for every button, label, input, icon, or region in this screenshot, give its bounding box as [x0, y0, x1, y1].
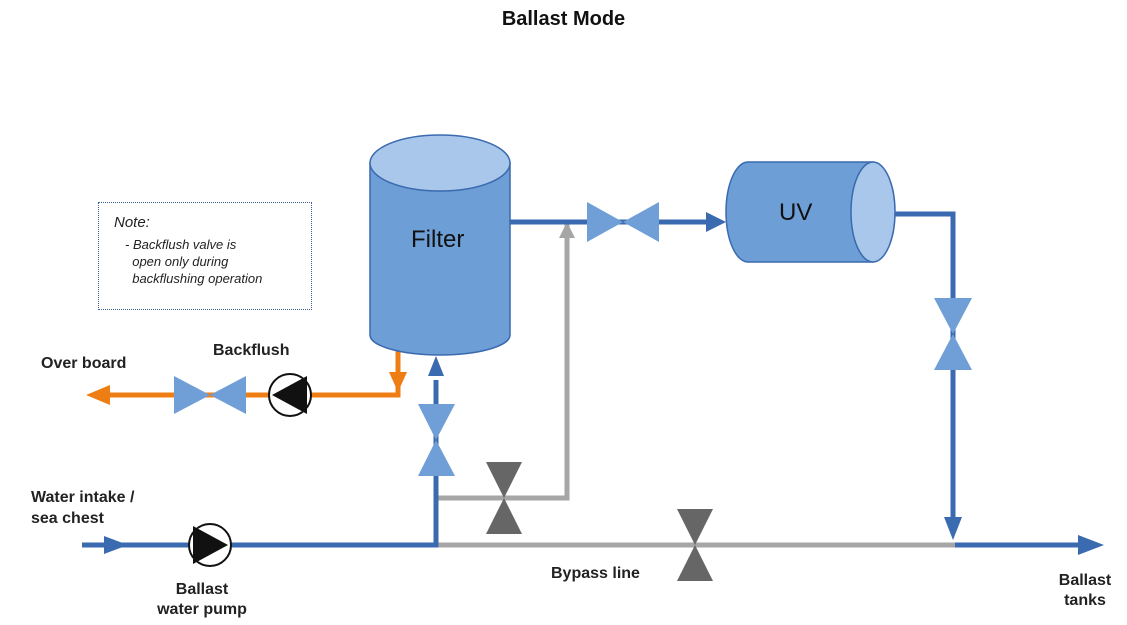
uv-label: UV — [779, 199, 813, 226]
tanks-arrow-icon — [1078, 535, 1104, 555]
diagram-title: Ballast Mode — [501, 8, 626, 30]
backflush-label: Backflush — [213, 342, 290, 359]
intake-arrow-icon — [104, 536, 128, 554]
filter-tank — [369, 134, 511, 356]
filter-outlet-valve-icon — [587, 202, 659, 242]
uv-outlet-valve-icon — [934, 298, 972, 370]
uv-inlet-arrow-icon — [706, 212, 726, 232]
backflush-valve-icon — [174, 376, 246, 414]
overboard-label: Over board — [41, 355, 127, 372]
bypass-valve-upper-icon — [486, 462, 522, 534]
overboard-arrow-icon — [86, 385, 110, 405]
bypass-pipes — [438, 219, 955, 548]
ballast-pump-icon — [188, 523, 232, 567]
uv-unit — [725, 161, 896, 263]
water-intake-label-line1: Water intake / — [31, 489, 135, 506]
backflush-down-arrow-icon — [389, 372, 407, 392]
filter-inlet-valve-icon — [418, 404, 455, 476]
filter-label: Filter — [411, 226, 465, 253]
note-heading: Note: — [114, 214, 150, 231]
tanks-label-line2: tanks — [1064, 592, 1106, 609]
bypass-label: Bypass line — [551, 565, 640, 582]
bypass-valve-lower-icon — [677, 509, 713, 581]
down-to-tanks-arrow-icon — [944, 517, 962, 540]
tanks-label-line1: Ballast — [1058, 572, 1112, 589]
bypass-up-arrow-icon — [559, 222, 575, 238]
filter-inlet-arrow-icon — [428, 356, 444, 376]
water-intake-label-line2: sea chest — [31, 510, 104, 527]
note-box: Note: - Backflush valve is open only dur… — [98, 202, 312, 310]
pump-label-line2: water pump — [157, 601, 247, 618]
note-body: - Backflush valve is open only during ba… — [125, 237, 263, 286]
backflush-pump-icon — [268, 373, 312, 417]
pump-label-line1: Ballast — [175, 581, 229, 598]
